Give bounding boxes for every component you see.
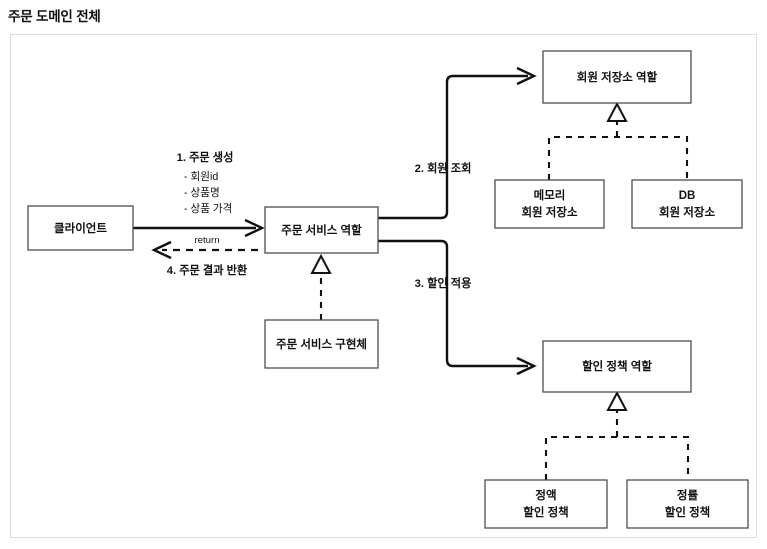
- page-title: 주문 도메인 전체: [8, 9, 101, 24]
- diagram-frame: [10, 34, 757, 538]
